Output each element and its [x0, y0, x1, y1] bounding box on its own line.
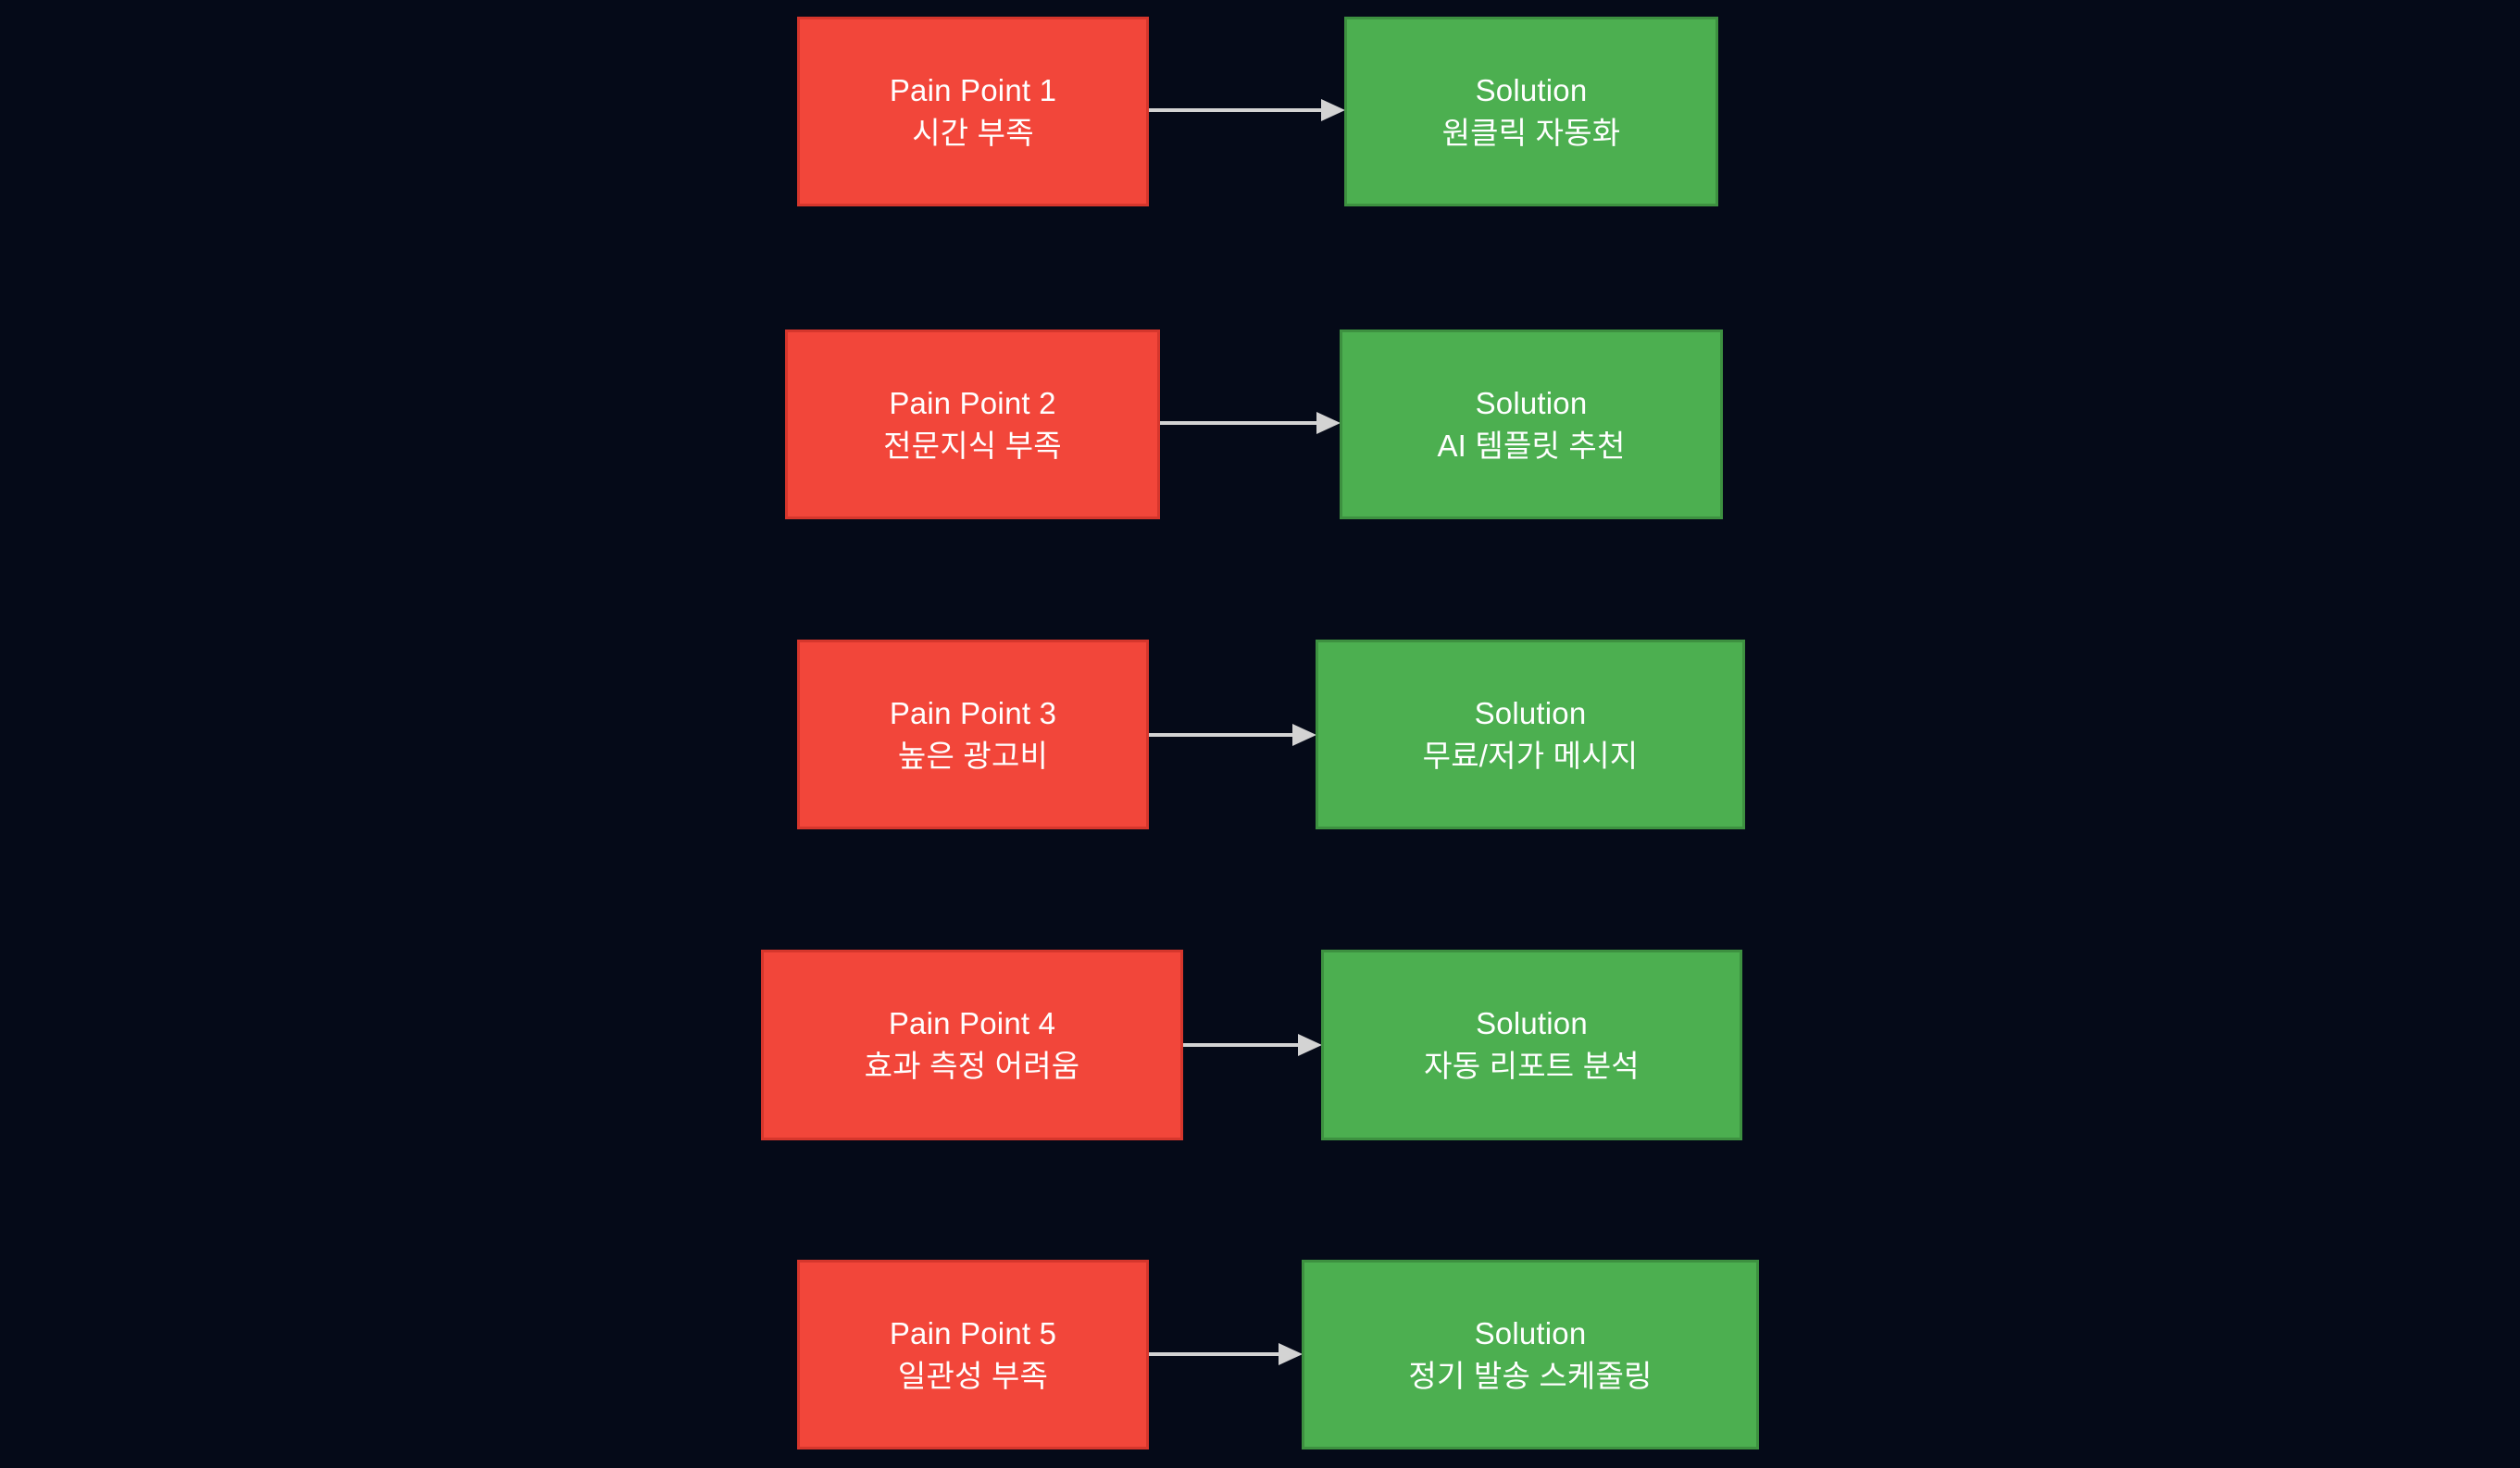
- pain-point-node-1[interactable]: Pain Point 1 시간 부족: [797, 17, 1149, 206]
- arrow-1: [1149, 96, 1345, 124]
- solution-node-4[interactable]: Solution 자동 리포트 분석: [1321, 950, 1742, 1140]
- pain-point-detail-3: 높은 광고비: [897, 738, 1049, 773]
- solution-node-5[interactable]: Solution 정기 발송 스케줄링: [1302, 1260, 1759, 1449]
- pain-point-title-4: Pain Point 4: [888, 1006, 1056, 1041]
- pain-point-detail-2: 전문지식 부족: [883, 428, 1062, 463]
- solution-node-2[interactable]: Solution AI 템플릿 추천: [1340, 330, 1723, 519]
- pain-point-node-3[interactable]: Pain Point 3 높은 광고비: [797, 640, 1149, 829]
- pain-point-node-5[interactable]: Pain Point 5 일관성 부족: [797, 1260, 1149, 1449]
- pain-point-node-4[interactable]: Pain Point 4 효과 측정 어려움: [761, 950, 1183, 1140]
- solution-detail-3: 무료/저가 메시지: [1422, 738, 1639, 773]
- solution-detail-5: 정기 발송 스케줄링: [1408, 1358, 1653, 1393]
- arrow-4: [1183, 1031, 1322, 1059]
- pain-point-title-5: Pain Point 5: [889, 1315, 1057, 1350]
- pain-point-title-2: Pain Point 2: [889, 385, 1056, 420]
- pain-point-title-1: Pain Point 1: [889, 72, 1057, 107]
- solution-detail-2: AI 템플릿 추천: [1437, 428, 1626, 463]
- arrow-2: [1160, 409, 1341, 437]
- solution-node-3[interactable]: Solution 무료/저가 메시지: [1316, 640, 1745, 829]
- pain-point-detail-4: 효과 측정 어려움: [864, 1049, 1080, 1083]
- solution-title-4: Solution: [1476, 1006, 1588, 1041]
- solution-title-1: Solution: [1475, 72, 1588, 107]
- pain-point-title-3: Pain Point 3: [889, 695, 1057, 730]
- pain-point-detail-1: 시간 부족: [912, 115, 1034, 150]
- solution-detail-4: 자동 리포트 분석: [1424, 1049, 1640, 1083]
- solution-detail-1: 원클릭 자동화: [1441, 115, 1621, 150]
- solution-node-1[interactable]: Solution 원클릭 자동화: [1344, 17, 1718, 206]
- pain-point-detail-5: 일관성 부족: [897, 1358, 1049, 1393]
- solution-title-5: Solution: [1474, 1315, 1587, 1350]
- arrow-3: [1149, 721, 1316, 749]
- pain-point-node-2[interactable]: Pain Point 2 전문지식 부족: [785, 330, 1160, 519]
- solution-title-3: Solution: [1474, 695, 1587, 730]
- solution-title-2: Solution: [1475, 385, 1588, 420]
- arrow-5: [1149, 1340, 1303, 1368]
